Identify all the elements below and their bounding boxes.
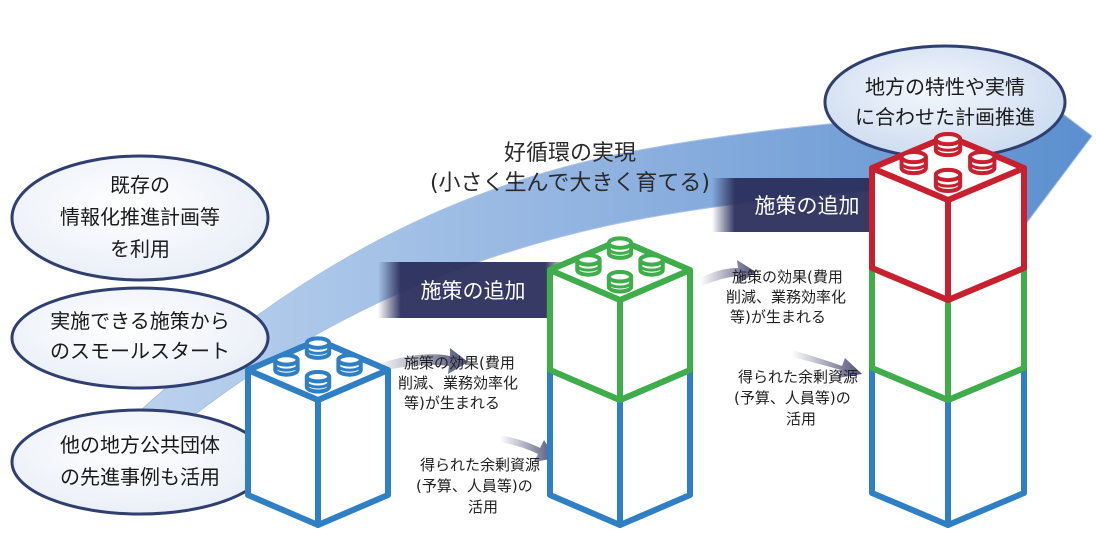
block-stud — [606, 270, 634, 294]
small-arrow-surplus-1 — [500, 435, 556, 462]
oval-text-line: のスモールスタート — [50, 339, 230, 363]
oval-text-line: を利用 — [110, 237, 170, 261]
block-stud — [606, 236, 634, 260]
block-stud — [638, 253, 665, 277]
banner-text: 施策の追加 — [755, 194, 860, 218]
stud-ring — [607, 281, 633, 289]
oval-text-line: 他の地方公共団体 — [60, 433, 220, 457]
block-stud — [304, 336, 332, 360]
block-red-3 — [869, 132, 1027, 303]
oval-small-start: 実施できる施策から のスモールスタート — [10, 286, 270, 390]
stud-ring — [305, 381, 331, 389]
oval-text-line: 実施できる施策から — [50, 309, 230, 333]
block-stud — [933, 132, 963, 158]
cycle-title: 好循環の実現 — [504, 141, 636, 166]
oval-local-conditions: 地方の特性や実情 に合わせた計画推進 — [823, 44, 1067, 160]
cycle-subtitle: (小さく生んで大きく育てる) — [430, 171, 710, 196]
oval-text-line: 既存の — [110, 173, 170, 197]
note-line: 施策の効果(費用 — [732, 268, 843, 286]
oval-existing-plan: 既存の 情報化推進計画等 を利用 — [10, 154, 270, 282]
stud-top — [273, 353, 300, 367]
oval-text-line: 地方の特性や実情 — [865, 75, 1025, 99]
block-blue-1 — [245, 336, 391, 528]
note-line: 活用 — [786, 410, 816, 428]
block-stud — [273, 353, 300, 377]
note-surplus-2: 得られた余剰資源 (予算、人員等)の 活用 — [734, 368, 858, 428]
blocks-layer — [245, 132, 1027, 528]
note-effect-2: 施策の効果(費用 削減、業務効率化 等)が生まれる — [726, 268, 846, 326]
note-line: 削減、業務効率化 — [398, 374, 518, 392]
small-arrow-effect-2 — [700, 260, 756, 286]
oval-text-line: に合わせた計画推進 — [855, 105, 1035, 129]
oval-text-line: の先進事例も活用 — [60, 465, 220, 489]
stud-top — [575, 253, 602, 267]
stud-top — [336, 353, 363, 367]
stud-top — [899, 149, 928, 165]
note-line: 施策の効果(費用 — [404, 354, 515, 372]
stud-top — [933, 132, 963, 147]
block-stud — [304, 370, 332, 394]
oval-other-examples: 他の地方公共団体 の先進事例も活用 — [10, 408, 270, 516]
stud-ring — [968, 162, 996, 170]
stud-ring — [638, 265, 665, 272]
small-arrow-surplus-2 — [792, 350, 862, 378]
small-arrow-effect-1 — [375, 348, 468, 374]
stud-top — [606, 236, 634, 250]
oval-text-line: 情報化推進計画等 — [60, 205, 220, 229]
block-stud — [336, 353, 363, 377]
stud-top — [304, 336, 332, 350]
block-green-2 — [547, 236, 693, 403]
stud-top — [606, 270, 634, 284]
block-stud — [933, 167, 963, 194]
note-effect-1: 施策の効果(費用 削減、業務効率化 等)が生まれる — [398, 354, 518, 412]
stud-ring — [273, 365, 300, 372]
stud-top — [968, 149, 997, 165]
note-line: 得られた余剰資源 — [738, 368, 858, 386]
note-line: 等)が生まれる — [730, 308, 826, 326]
banner-text: 施策の追加 — [421, 279, 526, 303]
stud-ring — [900, 162, 928, 170]
stud-ring — [575, 265, 602, 272]
note-line: 得られた余剰資源 — [420, 456, 540, 474]
stud-top — [638, 253, 665, 267]
banner-add-measure-1: 施策の追加 — [378, 262, 568, 318]
stud-ring — [336, 365, 363, 372]
note-line: 削減、業務効率化 — [726, 288, 846, 306]
note-line: 等)が生まれる — [404, 394, 500, 412]
block-stud — [575, 253, 602, 277]
stud-ring — [305, 348, 331, 355]
stud-ring — [607, 248, 633, 255]
stud-top — [933, 167, 963, 183]
note-line: 活用 — [468, 498, 498, 516]
note-surplus-1: 得られた余剰資源 (予算、人員等)の 活用 — [416, 456, 540, 516]
block-stud — [899, 149, 928, 176]
block-stud — [968, 149, 997, 176]
stud-top — [304, 370, 332, 384]
note-line: (予算、人員等)の — [416, 477, 533, 495]
note-line: (予算、人員等)の — [734, 389, 851, 407]
stud-ring — [934, 144, 962, 152]
stud-ring — [934, 180, 962, 188]
